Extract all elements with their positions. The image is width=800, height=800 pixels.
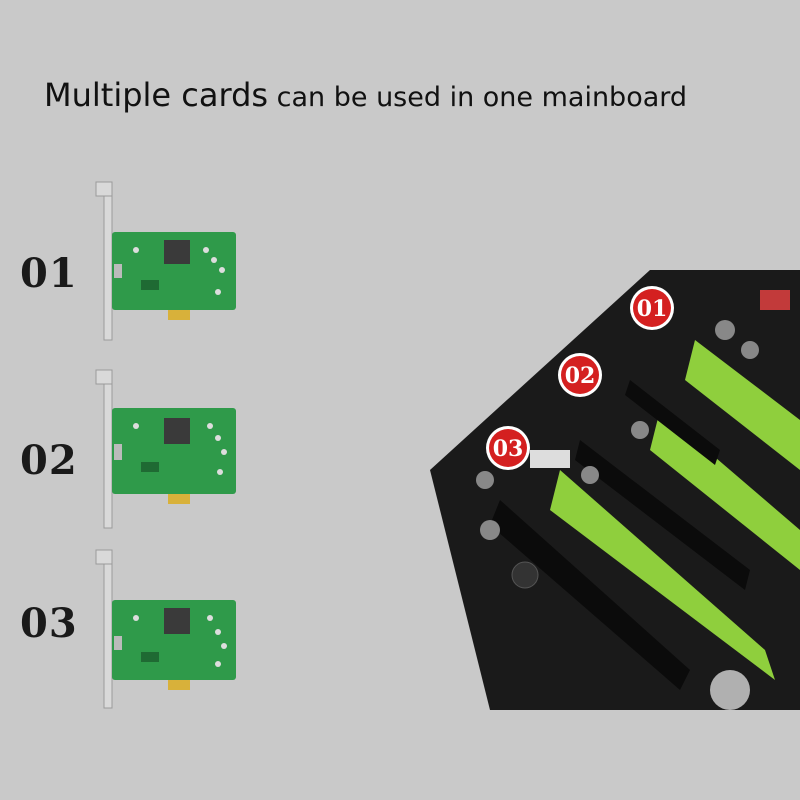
slot-marker-02: 02: [558, 353, 602, 397]
headline: Multiple cards can be used in one mainbo…: [44, 76, 764, 114]
pcie-card-image-02: [95, 369, 236, 529]
headline-bold-part: Multiple cards: [44, 76, 269, 114]
slot-marker-01: 01: [630, 286, 674, 330]
mainboard-image: 01 02 03: [430, 270, 800, 710]
pcie-card-image-03: [95, 549, 236, 709]
card-label-03: 03: [20, 600, 78, 647]
headline-rest: can be used in one mainboard: [268, 82, 688, 113]
slot-marker-03: 03: [486, 426, 530, 470]
card-label-01: 01: [20, 250, 78, 297]
pcie-card-image-01: [95, 181, 236, 341]
svg-text:01: 01: [637, 296, 668, 322]
card-label-02: 02: [20, 437, 78, 484]
svg-text:03: 03: [493, 436, 524, 462]
svg-text:02: 02: [565, 363, 596, 389]
